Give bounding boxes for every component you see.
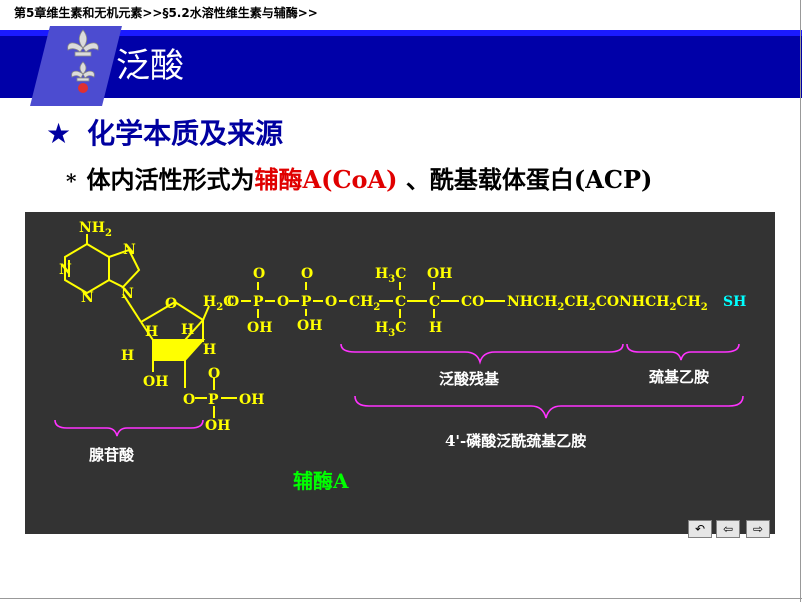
prev-button[interactable]: ⇦ [716, 520, 740, 538]
h-bottom: H [429, 320, 442, 336]
thiol-label: SH [723, 294, 746, 310]
return-button[interactable]: ↶ [688, 520, 712, 538]
p1-oh: OH [247, 320, 272, 336]
cysteamine-brace [626, 343, 740, 361]
coa-label: 辅酶A [293, 469, 349, 493]
phos3-p-label: P [208, 392, 219, 408]
n3-label: N [81, 290, 94, 306]
p1-o-top: O [253, 266, 265, 282]
ester-o-label: O [183, 392, 195, 408]
n9-label: N [121, 286, 134, 302]
h-top2-label: H [181, 322, 194, 338]
amine-label: NH2 [79, 220, 112, 239]
n7-label: N [123, 242, 136, 258]
right-frame-line [800, 0, 801, 602]
coa-highlight: 辅酶A(CoA) [254, 165, 398, 194]
phos3-oh-right-label: OH [239, 392, 264, 408]
coa-structure-diagram: NH2 N N N N O H2C H H H H OH O P O OH OH… [54, 220, 746, 493]
title-bar-stripe [0, 30, 802, 36]
section-heading: ★ 化学本质及来源 [46, 112, 283, 152]
title-bar [0, 30, 802, 98]
p2-label: P [301, 294, 312, 310]
h-left-label: H [121, 348, 134, 364]
heading-text: 化学本质及来源 [87, 117, 284, 150]
bottom-frame-line [0, 598, 802, 599]
h-right-label: H [203, 342, 216, 358]
adenosine-brace [54, 419, 204, 437]
breadcrumb: 第5章维生素和无机元素>>§5.2水溶性维生素与辅酶>> [14, 6, 318, 20]
oh-ribose-label: OH [143, 374, 168, 390]
ring-o-label: O [165, 296, 177, 312]
p2-oh: OH [297, 318, 322, 334]
o-link2: O [277, 294, 289, 310]
star-icon: ★ [46, 117, 72, 150]
page-title: 泛酸 [116, 46, 184, 86]
phos3-o-label: O [208, 366, 220, 382]
cysteamine-label: 巯基乙胺 [648, 368, 709, 386]
next-button[interactable]: ⇨ [746, 520, 770, 538]
phos3-oh-bottom-label: OH [205, 418, 230, 434]
phosphopantetheine-brace [354, 395, 744, 419]
n1-label: N [59, 262, 72, 278]
ch3-top: H3C [375, 266, 406, 285]
c-quat: C [395, 294, 406, 310]
bullet-marker: * [66, 169, 77, 193]
chain-nh: NHCH2CH2CONHCH2CH2 [507, 294, 708, 313]
pantoic-label: 泛酸残基 [439, 370, 500, 388]
chain-co: CO [461, 294, 484, 310]
fleur-de-lis-icon [67, 29, 99, 93]
o-link3: O [325, 294, 337, 310]
o-link1: O [227, 294, 239, 310]
pantoic-brace [340, 343, 624, 365]
bullet-line: * 体内活性形式为辅酶A(CoA) 、酰基载体蛋白(ACP) [66, 160, 652, 195]
adenosine-label: 腺苷酸 [89, 446, 135, 464]
coa-structure-panel: NH2 N N N N O H2C H H H H OH O P O OH OH… [25, 212, 775, 534]
bullet-prefix: 体内活性形式为 [86, 165, 255, 194]
p2-o-top: O [301, 266, 313, 282]
c-oh: C [429, 294, 440, 310]
oh-top: OH [427, 266, 452, 282]
bullet-suffix: 、酰基载体蛋白(ACP) [397, 165, 653, 194]
phosphopantetheine-label: 4'-磷酸泛酰巯基乙胺 [445, 432, 586, 450]
p1-label: P [253, 294, 264, 310]
ch2-label: H2C [203, 294, 234, 313]
ch3-bot: H3C [375, 320, 406, 339]
h-top1-label: H [145, 324, 158, 340]
ch2-link: CH2 [349, 294, 380, 313]
